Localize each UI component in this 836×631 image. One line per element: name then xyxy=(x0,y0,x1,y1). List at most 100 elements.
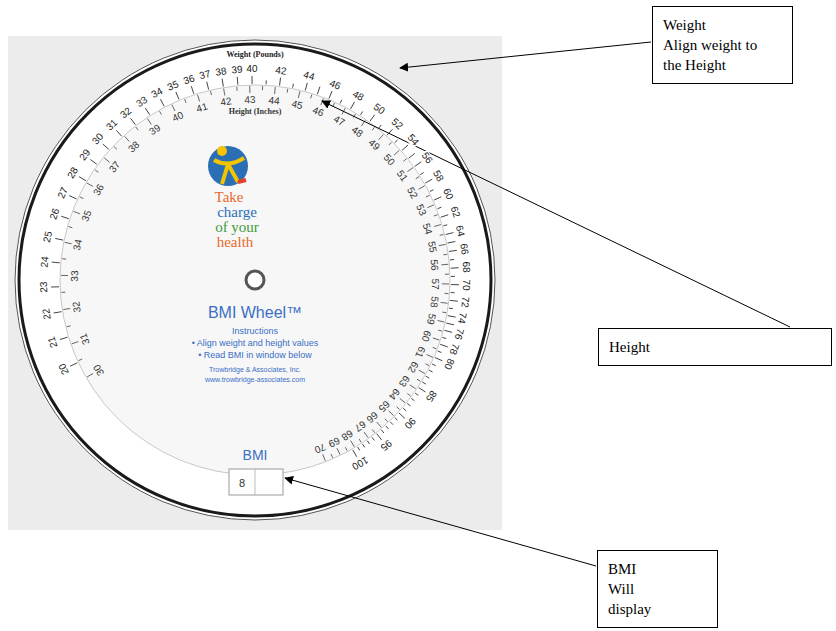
weight-number: 76 xyxy=(452,327,465,342)
height-number: 48 xyxy=(349,124,365,140)
height-number: 32 xyxy=(71,300,83,314)
height-number: 65 xyxy=(375,398,391,414)
logo-figure xyxy=(208,146,248,186)
weight-number: 72 xyxy=(459,295,470,309)
weight-number: 33 xyxy=(133,94,149,109)
height-number: 37 xyxy=(107,158,123,174)
weight-number: 60 xyxy=(440,186,454,202)
weight-number: 26 xyxy=(48,206,62,222)
callout-box: WeightAlign weight to the Height xyxy=(652,6,793,84)
callout-box: Height xyxy=(598,328,832,366)
weight-number: 27 xyxy=(56,185,71,201)
weight-number: 35 xyxy=(165,78,181,92)
weight-number: 44 xyxy=(301,70,316,83)
weight-number: 25 xyxy=(42,230,54,245)
height-number: 43 xyxy=(243,95,256,105)
scale-ticks xyxy=(51,76,459,461)
height-number: 45 xyxy=(289,99,304,112)
weight-number: 37 xyxy=(198,69,213,82)
height-number: 52 xyxy=(405,184,420,200)
height-number: 61 xyxy=(413,344,427,360)
window-heading: BMI xyxy=(243,448,268,462)
height-number: 41 xyxy=(194,101,209,114)
weight-number: 56 xyxy=(419,149,435,165)
weight-number: 54 xyxy=(405,132,421,148)
weight-number: 52 xyxy=(389,116,405,132)
logo-word: health xyxy=(217,235,254,250)
wheel-rim xyxy=(15,40,495,520)
weight-number: 64 xyxy=(454,223,467,238)
height-number: 60 xyxy=(419,328,433,344)
height-number: 50 xyxy=(381,151,397,167)
height-number: 46 xyxy=(311,105,327,119)
weight-number: 100 xyxy=(350,454,371,472)
weight-number: 28 xyxy=(65,165,80,181)
weight-number: 31 xyxy=(103,117,119,133)
inner-disc xyxy=(60,85,450,475)
callout-box: BMI Will display xyxy=(597,550,718,628)
weight-number: 21 xyxy=(46,334,59,349)
height-number: 56 xyxy=(429,258,440,272)
center-hole xyxy=(246,271,264,289)
logo-word: of your xyxy=(215,220,259,235)
weight-number: 74 xyxy=(456,311,468,326)
height-number: 63 xyxy=(396,373,412,389)
maker-url: www.trowbridge-associates.com xyxy=(205,376,305,383)
height-number: 64 xyxy=(386,386,402,402)
height-number: 62 xyxy=(405,359,420,375)
height-number: 39 xyxy=(147,122,163,138)
height-number: 38 xyxy=(126,139,142,155)
leader-line xyxy=(285,478,596,566)
bmi-value: 8 xyxy=(239,478,245,489)
instruction-step: • Align weight and height values xyxy=(192,339,319,348)
height-number: 42 xyxy=(219,96,234,108)
leader-line xyxy=(322,101,790,327)
height-number: 49 xyxy=(366,137,382,153)
weight-number: 24 xyxy=(39,255,50,269)
scale-title: Weight (Pounds) xyxy=(226,51,283,59)
product-name: BMI Wheel™ xyxy=(208,305,302,321)
weight-number: 90 xyxy=(402,415,418,431)
height-number: 66 xyxy=(364,409,380,425)
logo-word: charge xyxy=(217,205,257,220)
height-number: 54 xyxy=(421,221,434,236)
window-divider xyxy=(255,469,256,495)
weight-number: 66 xyxy=(458,242,470,256)
weight-number: 68 xyxy=(460,260,471,274)
bmi-window xyxy=(229,469,283,495)
height-number: 53 xyxy=(414,202,428,218)
logo-word: Take xyxy=(215,190,244,205)
weight-number: 32 xyxy=(118,105,135,121)
weight-number: 36 xyxy=(181,73,197,87)
height-number: 40 xyxy=(170,110,186,125)
weight-number: 58 xyxy=(431,167,446,183)
weight-number: 30 xyxy=(90,131,106,147)
height-number: 47 xyxy=(331,113,347,128)
weight-number: 78 xyxy=(447,341,461,357)
photo-ground xyxy=(8,36,502,530)
weight-number: 22 xyxy=(41,307,53,322)
scale-title: Height (Inches) xyxy=(229,108,282,116)
weight-number: 29 xyxy=(77,147,93,163)
callout-heading: BMI Will display xyxy=(608,559,660,619)
height-number: 33 xyxy=(70,269,80,282)
weight-number: 46 xyxy=(327,78,343,92)
height-number: 70 xyxy=(312,441,328,455)
height-number: 59 xyxy=(424,312,437,327)
weight-number: 70 xyxy=(461,278,471,291)
weight-number: 48 xyxy=(350,88,366,103)
weight-number: 85 xyxy=(424,388,440,404)
height-number: 35 xyxy=(80,208,94,224)
weight-number: 39 xyxy=(230,64,244,75)
outer-disc xyxy=(19,44,491,516)
weight-number: 42 xyxy=(274,65,288,77)
weight-number: 50 xyxy=(371,101,387,117)
height-number: 36 xyxy=(91,182,106,198)
height-number: 30 xyxy=(91,362,106,378)
weight-number: 62 xyxy=(448,205,462,221)
height-number: 68 xyxy=(339,427,355,442)
height-number: 57 xyxy=(430,277,440,290)
leader-line xyxy=(400,42,651,68)
